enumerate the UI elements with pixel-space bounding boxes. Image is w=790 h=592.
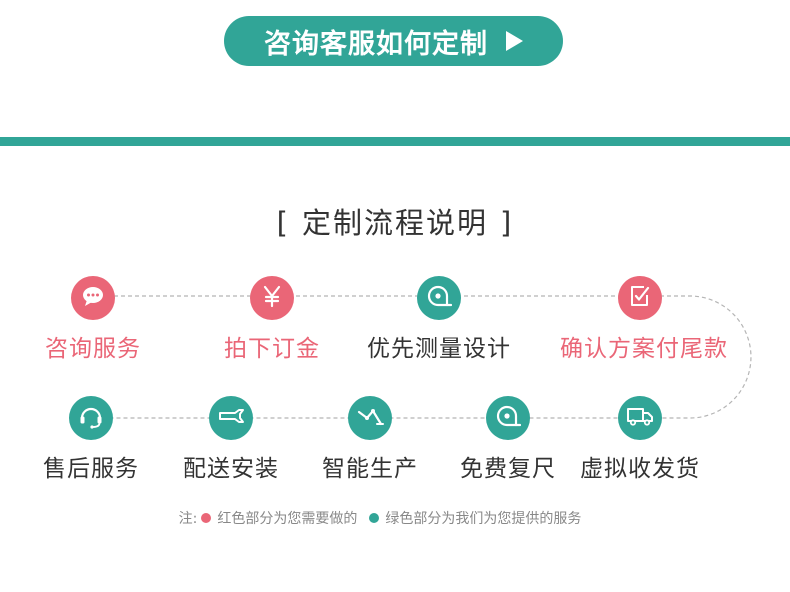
step-delivery-install: 配送安装 (151, 396, 311, 483)
tape-measure-icon (426, 284, 453, 312)
step-circle (71, 276, 115, 320)
step-label: 免费复尺 (460, 456, 556, 482)
wrench-icon (217, 406, 245, 430)
yen-icon (261, 284, 283, 312)
note-green-text: 绿色部分为我们为您提供的服务 (385, 511, 582, 527)
step-label: 售后服务 (43, 456, 139, 482)
red-dot-icon (201, 513, 212, 523)
truck-icon (626, 405, 654, 431)
note-prefix: 注: (178, 511, 198, 527)
legend-note: 注: 红色部分为您需要做的 绿色部分为我们为您提供的服务 (0, 508, 760, 528)
step-circle (618, 396, 662, 440)
bracket-close: ] (500, 206, 514, 240)
step-circle (209, 396, 253, 440)
step-confirm-final-payment: 确认方案付尾款 (560, 276, 728, 363)
section-title-text: 定制流程说明 (301, 206, 488, 240)
step-pay-deposit: 拍下订金 (192, 276, 352, 363)
chat-bubble-icon (81, 285, 105, 311)
step-free-remeasure: 免费复尺 (428, 396, 588, 483)
consult-customization-button[interactable]: 咨询客服如何定制 (224, 16, 563, 66)
step-smart-production: 智能生产 (290, 396, 450, 483)
step-circle (348, 396, 392, 440)
step-virtual-shipping: 虚拟收发货 (560, 396, 720, 483)
step-after-sales: 售后服务 (11, 396, 171, 483)
section-title: [ 定制流程说明] (0, 200, 790, 242)
tape-measure-icon (495, 404, 522, 432)
step-label: 配送安装 (183, 456, 279, 482)
step-consult-service: 咨询服务 (13, 276, 173, 363)
green-dot-icon (369, 513, 380, 523)
cta-label: 咨询客服如何定制 (264, 28, 488, 60)
step-circle (417, 276, 461, 320)
step-label: 咨询服务 (45, 336, 141, 362)
step-label: 优先测量设计 (367, 336, 511, 362)
section-divider (0, 137, 790, 146)
machine-arm-icon (356, 405, 384, 431)
note-red-text: 红色部分为您需要做的 (217, 511, 358, 527)
step-circle (618, 276, 662, 320)
step-label: 拍下订金 (224, 336, 320, 362)
step-label: 虚拟收发货 (580, 456, 700, 482)
play-triangle-icon (506, 31, 523, 51)
step-circle (250, 276, 294, 320)
step-circle (486, 396, 530, 440)
step-label: 确认方案付尾款 (560, 336, 728, 362)
bracket-open: [ (276, 206, 290, 240)
step-measure-design: 优先测量设计 (359, 276, 519, 363)
headset-icon (78, 403, 104, 433)
step-circle (69, 396, 113, 440)
step-label: 智能生产 (322, 456, 418, 482)
checklist-icon (629, 284, 651, 312)
